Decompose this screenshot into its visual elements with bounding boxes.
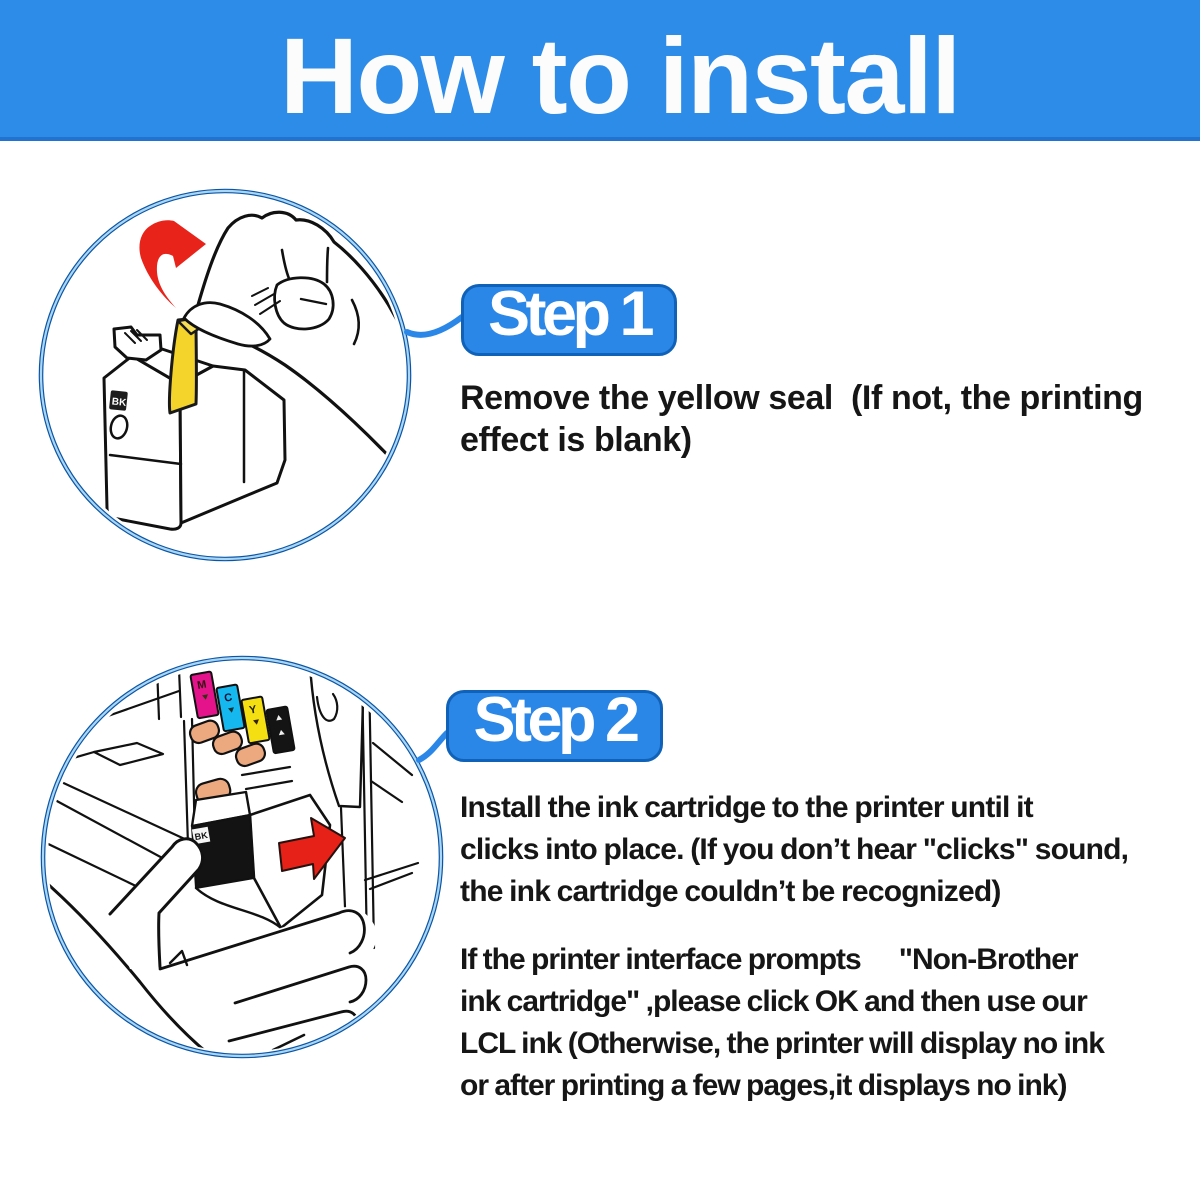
svg-text:BK: BK (194, 830, 209, 842)
svg-text:BK: BK (111, 396, 127, 409)
svg-text:C: C (223, 692, 233, 705)
svg-text:Y: Y (248, 704, 258, 717)
svg-text:M: M (196, 679, 207, 692)
